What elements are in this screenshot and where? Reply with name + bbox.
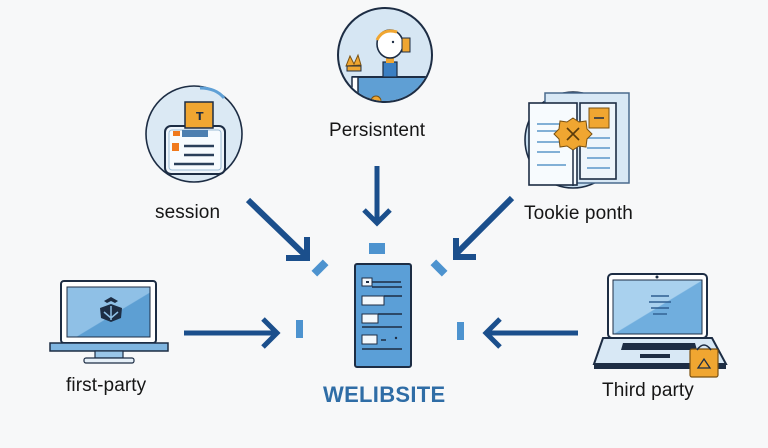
label-persistent: Persisntent (329, 120, 426, 141)
node-persistent[interactable] (337, 7, 440, 117)
node-session[interactable]: T (145, 85, 243, 183)
label-session: session (155, 202, 221, 223)
cookie-documents-icon (524, 91, 630, 189)
session-document-icon: T (145, 85, 243, 183)
person-at-desk-icon (337, 7, 433, 103)
arrow-tookie-ponth-to-website (453, 195, 515, 260)
node-website[interactable] (354, 263, 412, 368)
arrow-third-party-to-website (482, 317, 578, 349)
node-tookie-ponth[interactable] (524, 91, 630, 189)
desktop-monitor-icon (49, 280, 169, 364)
center-ring-segments (296, 243, 464, 340)
label-third-party: Third party (602, 380, 694, 401)
node-first-party[interactable] (49, 280, 169, 364)
node-third-party[interactable] (592, 273, 728, 378)
label-first-party: first-party (66, 375, 147, 396)
arrow-first-party-to-website (184, 317, 281, 349)
web-page-document-icon (354, 263, 412, 368)
laptop-with-bag-icon (592, 273, 728, 378)
svg-text:T: T (196, 110, 204, 123)
arrow-session-to-website (245, 197, 310, 261)
label-website: WELIBSITE (323, 382, 446, 407)
arrow-persistent-to-website (362, 166, 392, 227)
label-tookie-ponth: Tookie ponth (524, 203, 633, 224)
